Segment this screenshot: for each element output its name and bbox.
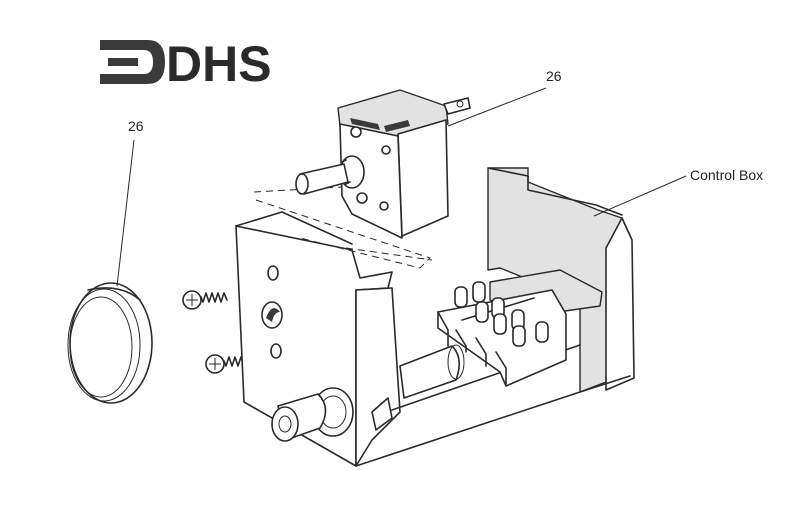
control-box (235, 167, 635, 467)
knob-leader-line (116, 139, 135, 287)
screw-lower (205, 354, 251, 374)
terminal-block (437, 281, 567, 387)
switch-leader-line (447, 87, 547, 127)
rotary-switch (295, 89, 471, 239)
panel-hole-top (267, 265, 279, 281)
knob (67, 282, 153, 404)
panel-hole-bottom (270, 343, 282, 359)
logo-plug-pin-icon (108, 58, 138, 66)
dhs-logo: DHS (100, 36, 272, 92)
logo-text: DHS (166, 36, 272, 92)
control-box-callout: Control Box (690, 167, 763, 183)
knob-callout-number: 26 (128, 118, 144, 134)
screw-upper (182, 290, 228, 310)
switch-callout-number: 26 (546, 68, 562, 84)
logo-plug-icon (100, 40, 165, 84)
control-box-leader-line (593, 175, 687, 217)
